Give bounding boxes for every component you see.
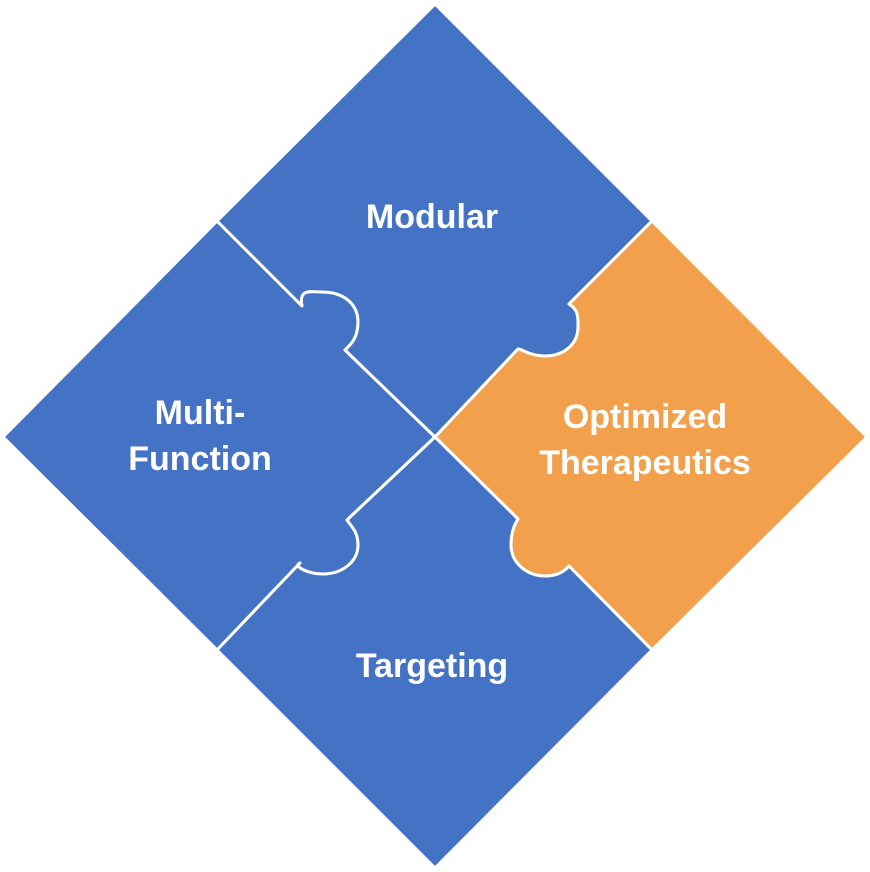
label-targeting: Targeting	[356, 647, 508, 685]
puzzle-piece-targeting	[215, 435, 654, 870]
label-optimized-therapeutics-line2: Therapeutics	[539, 444, 751, 482]
label-optimized-therapeutics-line1: Optimized	[563, 398, 727, 436]
label-multi-function-line2: Function	[128, 440, 272, 478]
label-multi-function-line1: Multi-	[155, 394, 246, 432]
label-modular: Modular	[366, 198, 498, 236]
